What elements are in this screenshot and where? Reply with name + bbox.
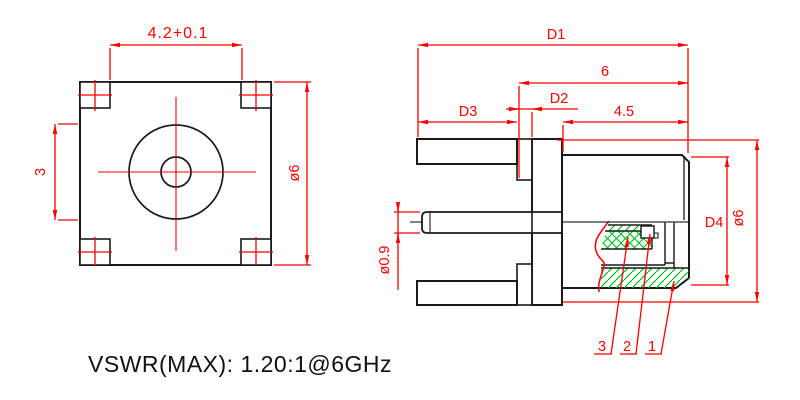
dim-pin-dia-label: ø0.9 [377, 245, 393, 274]
dim-hole-offset-label: 3 [33, 168, 49, 176]
dim-flange-dia-label: ø6 [731, 210, 747, 227]
dim-body-length [518, 80, 688, 178]
callout-insulator-label: 3 [598, 339, 606, 355]
dim-body-length-label: 6 [601, 64, 609, 80]
section-break-curve [594, 220, 610, 293]
side-view: D1 6 D2 D3 4.5 D [377, 27, 760, 355]
dim-barrel-length [562, 119, 688, 152]
dim-flange-dia [557, 139, 760, 303]
vswr-note: VSWR(MAX): 1.20:1@6GHz [88, 351, 392, 377]
pcb-leg-bottom [416, 280, 518, 306]
dim-d2-label: D2 [550, 91, 569, 107]
dim-d4-label: D4 [705, 215, 724, 231]
center-pin [421, 211, 563, 234]
callout-contact-label: 2 [623, 339, 631, 355]
front-view: 4.2+0.1 3 ø6 [33, 25, 311, 266]
leg-shoulder-bottom [516, 263, 533, 306]
contact-step [654, 232, 659, 239]
center-lines [98, 97, 256, 251]
notch-crosshairs [78, 80, 273, 266]
dim-flange-size [274, 81, 311, 266]
center-contact-section [640, 225, 655, 239]
dim-hole-spacing-label: 4.2+0.1 [148, 25, 209, 42]
dim-hole-offset [52, 123, 78, 221]
dim-barrel-length-label: 4.5 [614, 104, 634, 120]
dim-d1-label: D1 [547, 27, 566, 43]
dim-d2 [506, 106, 578, 137]
dim-hole-spacing [109, 42, 243, 80]
callout-leaders [594, 233, 675, 355]
dim-pin-dia [394, 202, 420, 290]
callout-body-label: 1 [648, 339, 656, 355]
pcb-leg-top [416, 138, 518, 165]
dim-d4 [691, 156, 730, 286]
flange-edges-over-pin [531, 139, 563, 305]
dim-flange-size-label: ø6 [287, 165, 303, 182]
dim-d3-label: D3 [459, 104, 478, 120]
